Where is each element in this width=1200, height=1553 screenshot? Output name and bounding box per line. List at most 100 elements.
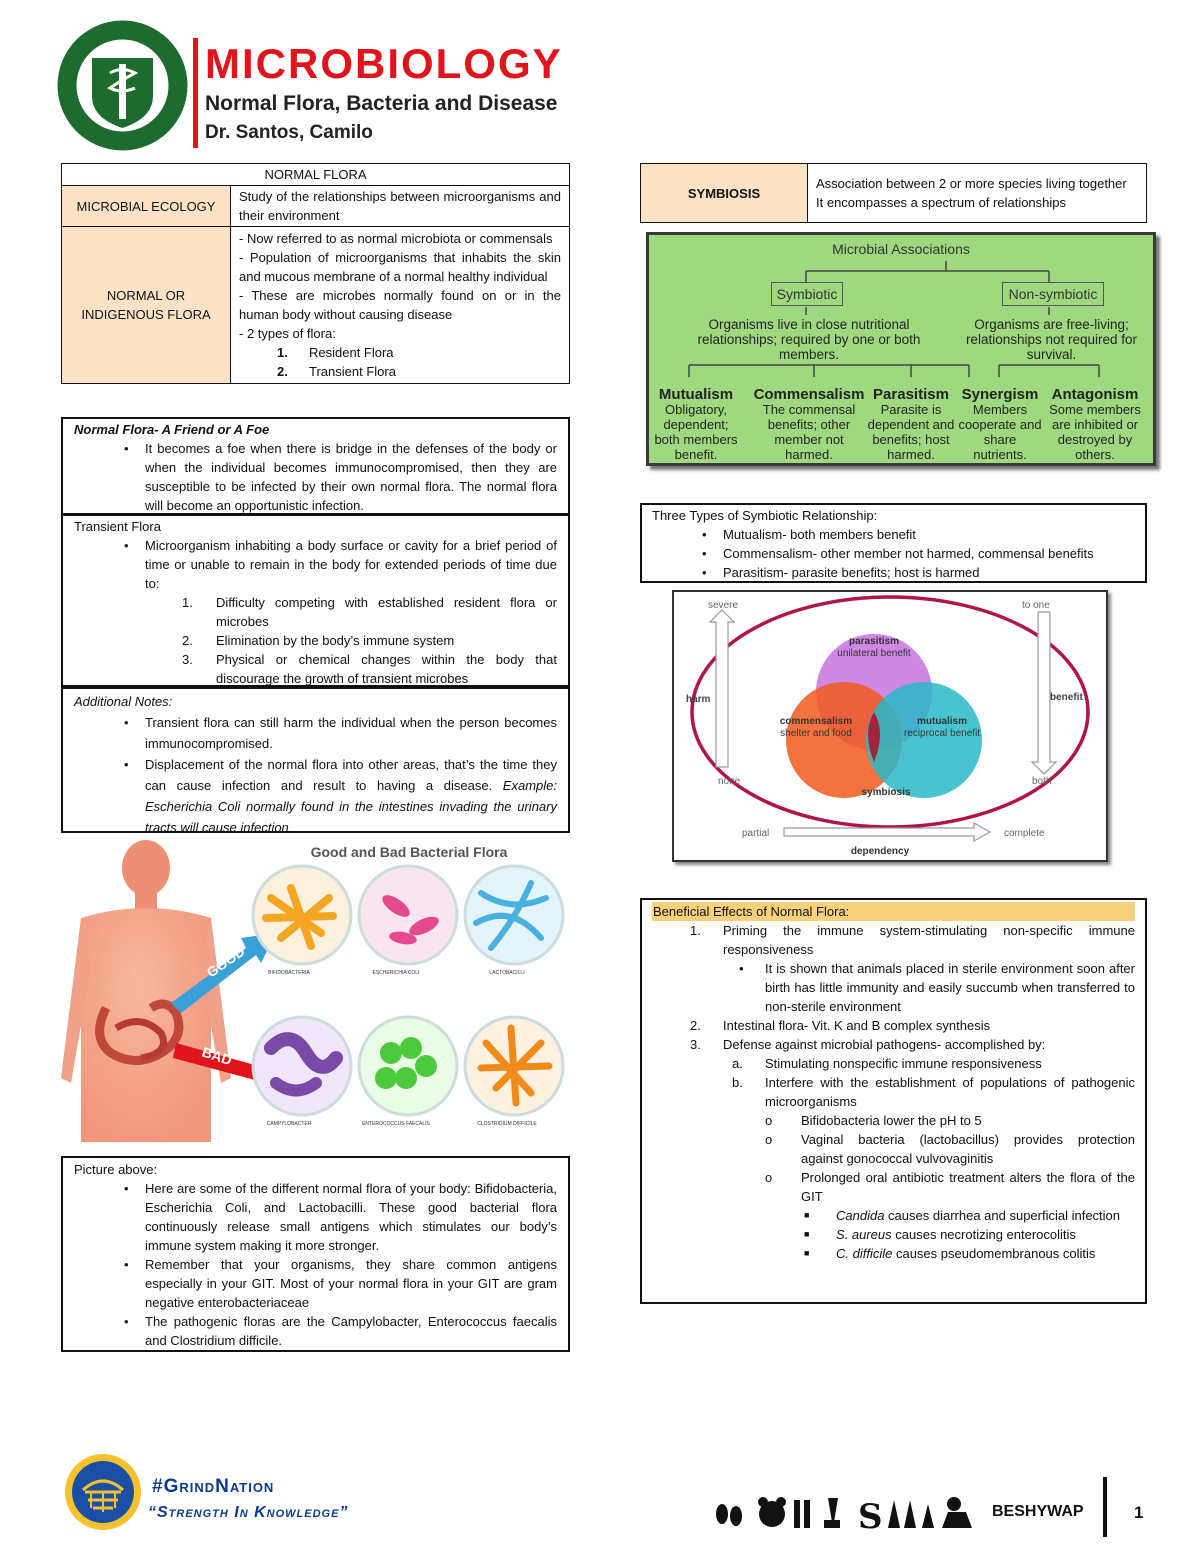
cell-lactobacilli [463, 864, 565, 966]
cell-campylobacter [251, 1015, 353, 1117]
venn-dependency: dependency [851, 846, 910, 857]
beneficial-o1: Bifidobacteria lower the pH to 5 [801, 1113, 982, 1128]
normal-flora-line-2: - Population of microorganisms that inha… [239, 250, 561, 284]
label-lactobacilli: LACTOBACILLI [489, 970, 524, 976]
beneficial-effects-box: Beneficial Effects of Normal Flora: 1.Pr… [640, 898, 1147, 1304]
venn-benefit: benefit [1050, 692, 1083, 703]
three-types-commensalism: Commensalism- other member not harmed, c… [652, 544, 1135, 563]
footer-icons: S [708, 1490, 983, 1537]
transient-flora-box: Transient Flora Microorganism inhabiting… [61, 514, 570, 687]
label-enterococcus: ENTEROCOCCUS FAECALIS [362, 1121, 430, 1127]
cell-escherichia-coli [357, 864, 459, 966]
three-types-title: Three Types of Symbiotic Relationship: [652, 508, 878, 523]
transient-reason-2: Elimination by the body’s immune system [216, 633, 455, 648]
symbiosis-table: SYMBIOSIS Association between 2 or more … [640, 163, 1147, 223]
page-title: MICROBIOLOGY [205, 40, 563, 87]
beneficial-title: Beneficial Effects of Normal Flora: [652, 902, 1135, 921]
symbiosis-venn-diagram: severe none harm to one both benefit par… [672, 590, 1108, 862]
three-types-mutualism: Mutualism- both members benefit [652, 525, 1135, 544]
flora-type-resident: Resident Flora [309, 345, 394, 360]
normal-flora-label: NORMAL OR INDIGENOUS FLORA [61, 226, 231, 384]
venn-complete: complete [1004, 828, 1045, 839]
symbiotic-box: Symbiotic [771, 282, 843, 306]
symbiosis-line-2: It encompasses a spectrum of relationshi… [816, 195, 1067, 210]
venn-both: both [1032, 776, 1051, 787]
venn-parasitism-sub: unilateral benefit [837, 648, 911, 659]
page-author: Dr. Santos, Camilo [205, 122, 373, 143]
label-bifidobacteria: BIFIDOBACTERIA [268, 970, 310, 976]
picture-above-bullet-1: Here are some of the different normal fl… [74, 1179, 557, 1255]
microbial-ecology-label: MICROBIAL ECOLOGY [61, 185, 231, 227]
footer-divider [1103, 1477, 1107, 1537]
associations-title: Microbial Associations [832, 241, 970, 257]
page-number: 1 [1134, 1503, 1144, 1522]
footer-hashtag: #GrindNation [152, 1476, 275, 1497]
normal-flora-line-3: - These are microbes normally found on o… [239, 288, 561, 322]
cell-enterococcus [357, 1015, 459, 1117]
venn-partial: partial [742, 828, 769, 839]
picture-above-bullet-2: Remember that your organisms, they share… [74, 1255, 557, 1312]
label-escherichia-coli: ESCHERICHIA COLI [373, 970, 420, 976]
additional-note-2: Displacement of the normal flora into ot… [145, 757, 557, 793]
normal-flora-line-4: - 2 types of flora: [239, 326, 336, 341]
beneficial-s2: causes necrotizing enterocolitis [891, 1227, 1076, 1242]
beneficial-o3: Prolonged oral antibiotic treatment alte… [801, 1170, 1135, 1204]
venn-harm: harm [686, 694, 711, 705]
page-subtitle: Normal Flora, Bacteria and Disease [205, 92, 558, 115]
venn-commensalism-sub: shelter and food [780, 728, 852, 739]
bacteria-figure: GOOD BAD Good and Bad Bacterial Flora [61, 838, 570, 1142]
transient-flora-bullet: Microorganism inhabiting a body surface … [74, 536, 557, 593]
symbiosis-label: SYMBIOSIS [640, 163, 808, 223]
beneficial-s3-italic: C. difficile [836, 1246, 893, 1261]
additional-notes-title: Additional Notes: [74, 694, 173, 709]
venn-none: none [718, 776, 741, 787]
transient-flora-title: Transient Flora [74, 519, 161, 534]
header-red-bar [193, 38, 198, 148]
bacteria-figure-title: Good and Bad Bacterial Flora [311, 844, 508, 860]
normal-flora-heading: NORMAL FLORA [61, 163, 570, 186]
cell-bifidobacteria [251, 864, 353, 966]
normal-flora-line-1: - Now referred to as normal microbiota o… [239, 231, 553, 246]
venn-mutualism: mutualism [917, 716, 967, 727]
label-clostridium: CLOSTRIDIUM DIFFICILE [477, 1121, 537, 1127]
beneficial-s1-italic: Candida [836, 1208, 885, 1223]
university-seal [55, 18, 190, 153]
beneficial-item-3b: Interfere with the establishment of popu… [765, 1075, 1135, 1109]
symbiotic-desc: Organisms live in close nutritional rela… [697, 317, 921, 362]
cell-clostridium [463, 1015, 565, 1117]
beneficial-item-3a: Stimulating nonspecific immune responsiv… [765, 1056, 1042, 1071]
venn-parasitism: parasitism [849, 636, 899, 647]
friend-foe-bullet: It becomes a foe when there is bridge in… [74, 439, 557, 515]
beneficial-s2-italic: S. aureus [836, 1227, 892, 1242]
friend-foe-title: Normal Flora- A Friend or A Foe [74, 422, 270, 437]
venn-to-one: to one [1022, 600, 1050, 611]
footer-brand: BESHYWAP [992, 1503, 1084, 1520]
beneficial-s1: causes diarrhea and superficial infectio… [884, 1208, 1121, 1223]
nonsymbiotic-desc: Organisms are free-living; relationships… [965, 317, 1138, 362]
three-types-box: Three Types of Symbiotic Relationship: M… [640, 503, 1147, 583]
nonsymbiotic-box: Non-symbiotic [1002, 282, 1104, 306]
beneficial-item-1: Priming the immune system-stimulating no… [723, 923, 1135, 957]
beneficial-item-2: Intestinal flora- Vit. K and B complex s… [723, 1018, 991, 1033]
additional-notes-box: Additional Notes: Transient flora can st… [61, 687, 570, 835]
venn-severe: severe [708, 600, 738, 611]
venn-commensalism: commensalism [780, 716, 852, 727]
footer-motto: “Strength In Knowledge” [148, 1504, 349, 1521]
beneficial-o2: Vaginal bacteria (lactobacillus) provide… [801, 1132, 1135, 1166]
transient-reason-1: Difficulty competing with established re… [216, 595, 557, 629]
transient-reason-3: Physical or chemical changes within the … [216, 652, 557, 686]
label-campylobacter: CAMPYLOBACTER [267, 1121, 312, 1127]
venn-mutualism-sub: reciprocal benefit [904, 728, 980, 739]
picture-above-title: Picture above: [74, 1162, 158, 1177]
beneficial-item-1-sub: It is shown that animals placed in steri… [765, 961, 1135, 1014]
three-types-parasitism: Parasitism- parasite benefits; host is h… [652, 563, 1135, 582]
picture-above-box: Picture above: Here are some of the diff… [61, 1156, 570, 1352]
warriors-logo [63, 1452, 143, 1532]
microbial-associations-diagram: Microbial Associations Symbiotic Non-sym… [646, 232, 1156, 466]
microbial-ecology-text: Study of the relationships between micro… [230, 185, 570, 227]
